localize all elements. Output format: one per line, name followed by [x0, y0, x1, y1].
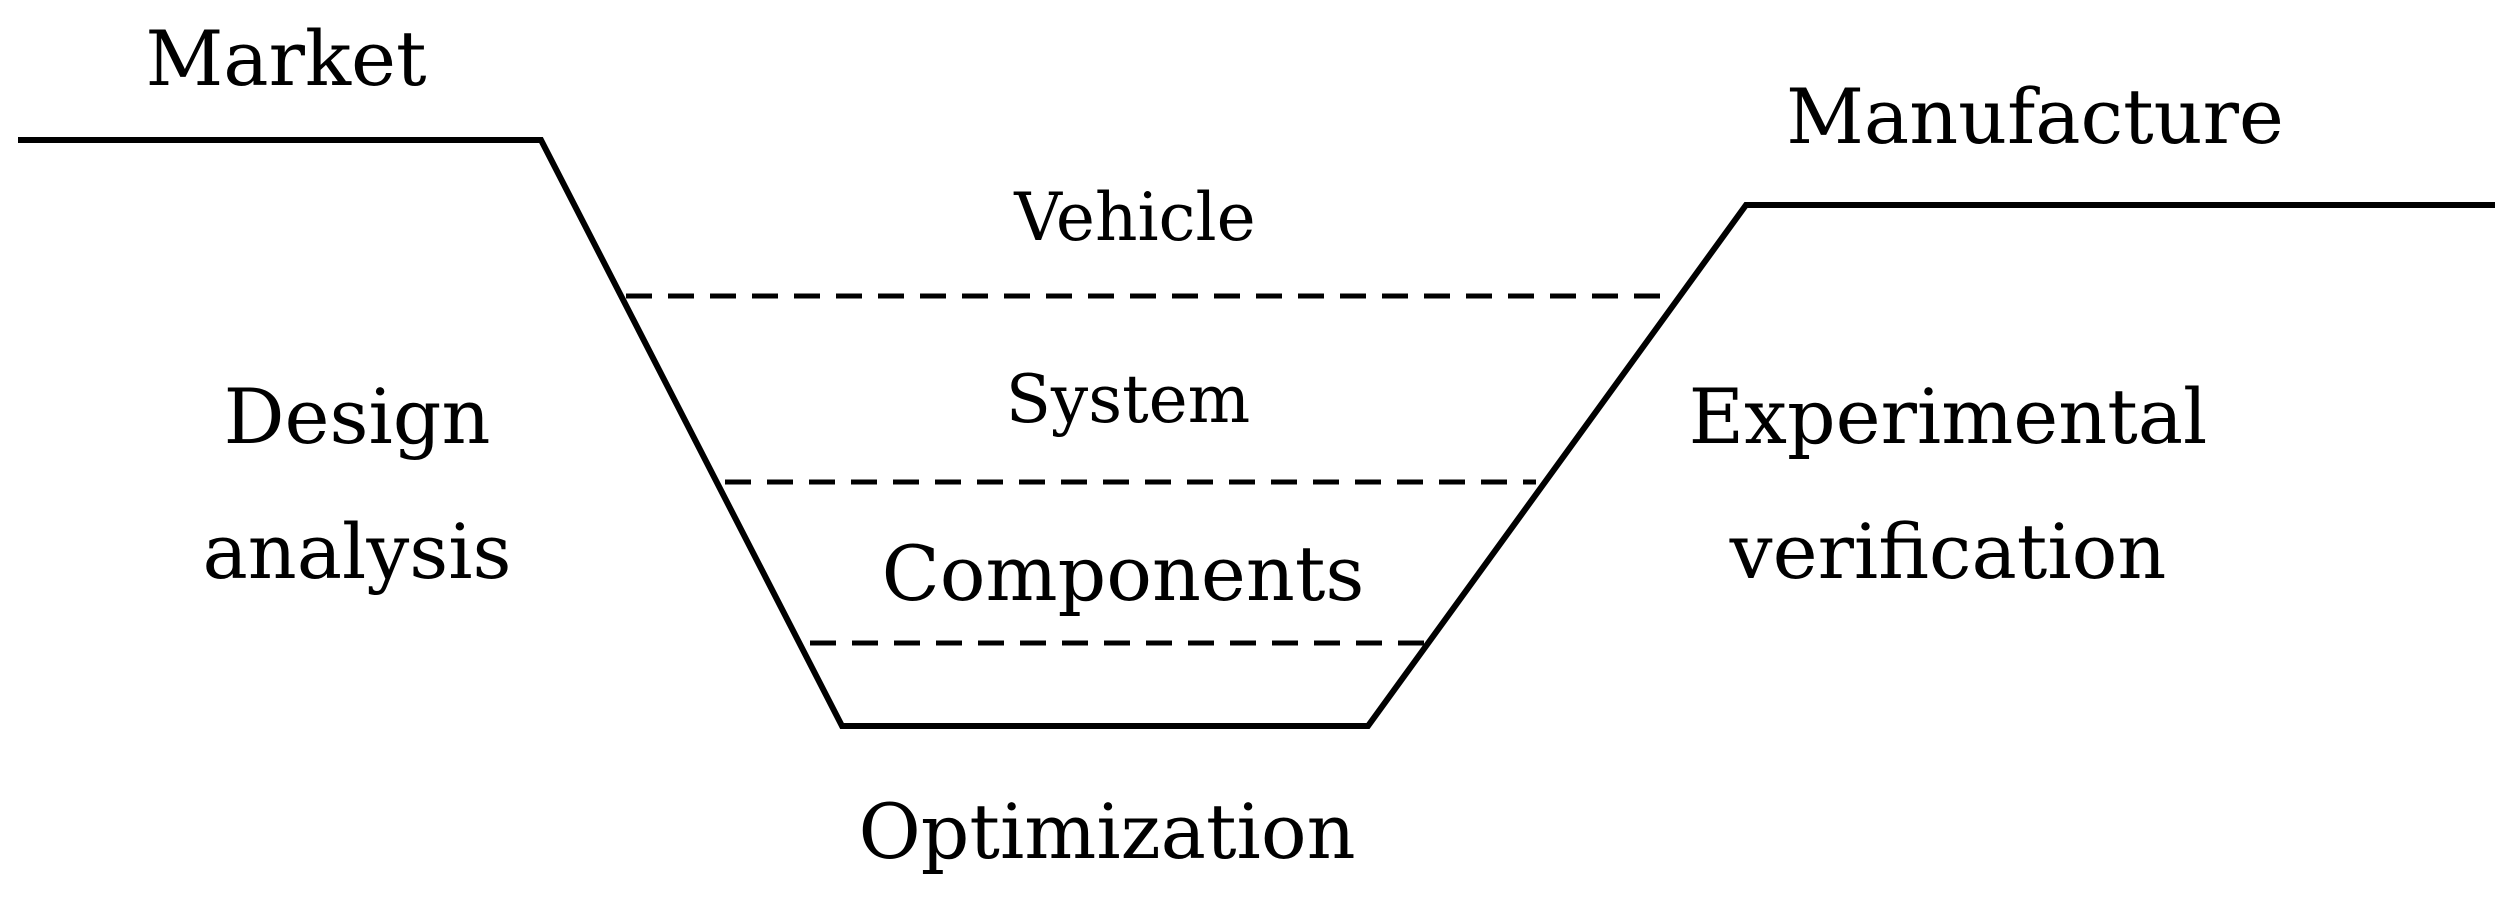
optimization-label: Optimization [858, 787, 1355, 876]
components-label: Components [882, 529, 1365, 618]
analysis-label: analysis [202, 507, 511, 596]
market-label: Market [145, 14, 426, 103]
experimental-label: Experimental [1689, 372, 2208, 461]
vehicle-label: Vehicle [1013, 179, 1255, 256]
v-outline [18, 137, 2495, 729]
system-label: System [1006, 361, 1251, 438]
design-label: Design [224, 372, 491, 461]
manufacture-label: Manufacture [1786, 72, 2284, 161]
verification-label: verification [1729, 507, 2167, 596]
